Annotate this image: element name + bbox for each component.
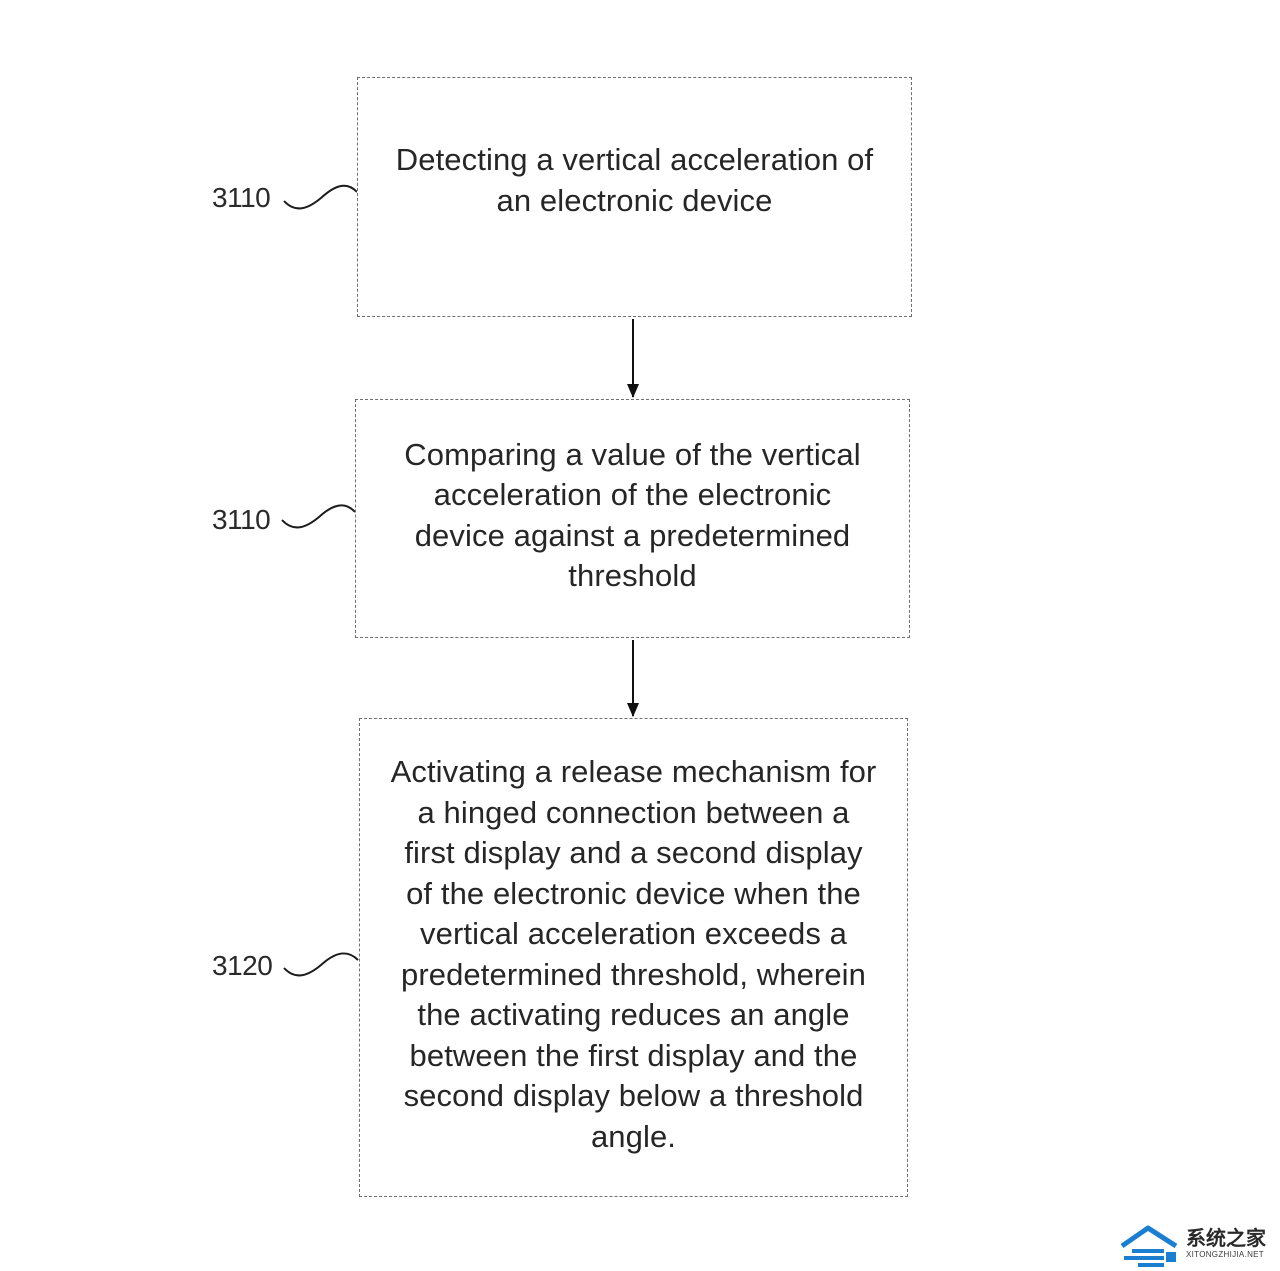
leader-line-step3: [283, 952, 359, 977]
step-line: second display below a threshold: [403, 1078, 864, 1113]
step-line: device against a predetermined: [414, 517, 851, 553]
step-line: Activating a release mechanism for: [390, 754, 877, 789]
step-text-activate: Activating a release mechanism for a hin…: [391, 752, 877, 1157]
reference-number-step2: 3110: [212, 504, 271, 535]
step-line: between the first display and the: [409, 1037, 858, 1073]
step-line: vertical acceleration exceeds a: [420, 916, 847, 951]
step-line: angle.: [590, 1118, 677, 1154]
step-line: Detecting a vertical acceleration of: [395, 142, 874, 177]
step-line: predetermined threshold, wherein: [400, 956, 867, 992]
step-box-activate: Activating a release mechanism for a hin…: [359, 718, 908, 1197]
step-line: acceleration of the electronic: [433, 477, 832, 512]
step-line: an electronic device: [496, 182, 773, 218]
step-box-compare: Comparing a value of the vertical accele…: [355, 399, 910, 638]
step-line: the activating reduces an angle: [417, 997, 850, 1032]
step-line: Comparing a value of the vertical: [404, 436, 861, 472]
step-text-compare: Comparing a value of the vertical accele…: [404, 435, 860, 597]
watermark-subtitle: XITONGZHIJIA.NET: [1186, 1250, 1264, 1259]
step-line: of the electronic device when the: [406, 875, 861, 911]
house-logo-icon: [1120, 1225, 1178, 1267]
step-line: threshold: [568, 558, 697, 593]
step-box-detect: Detecting a vertical acceleration of an …: [357, 77, 912, 317]
step-line: a hinged connection between a: [417, 794, 850, 830]
leader-line-step2: [281, 504, 356, 529]
step-text-detect: Detecting a vertical acceleration of an …: [396, 140, 873, 221]
watermark-logo: 系统之家 XITONGZHIJIA.NET: [1118, 1222, 1278, 1268]
step-line: first display and a second display: [404, 835, 863, 870]
leader-line-step1: [283, 184, 358, 210]
reference-number-step3: 3120: [212, 950, 273, 981]
watermark-title: 系统之家: [1186, 1228, 1266, 1250]
reference-number-step1: 3110: [212, 182, 271, 213]
